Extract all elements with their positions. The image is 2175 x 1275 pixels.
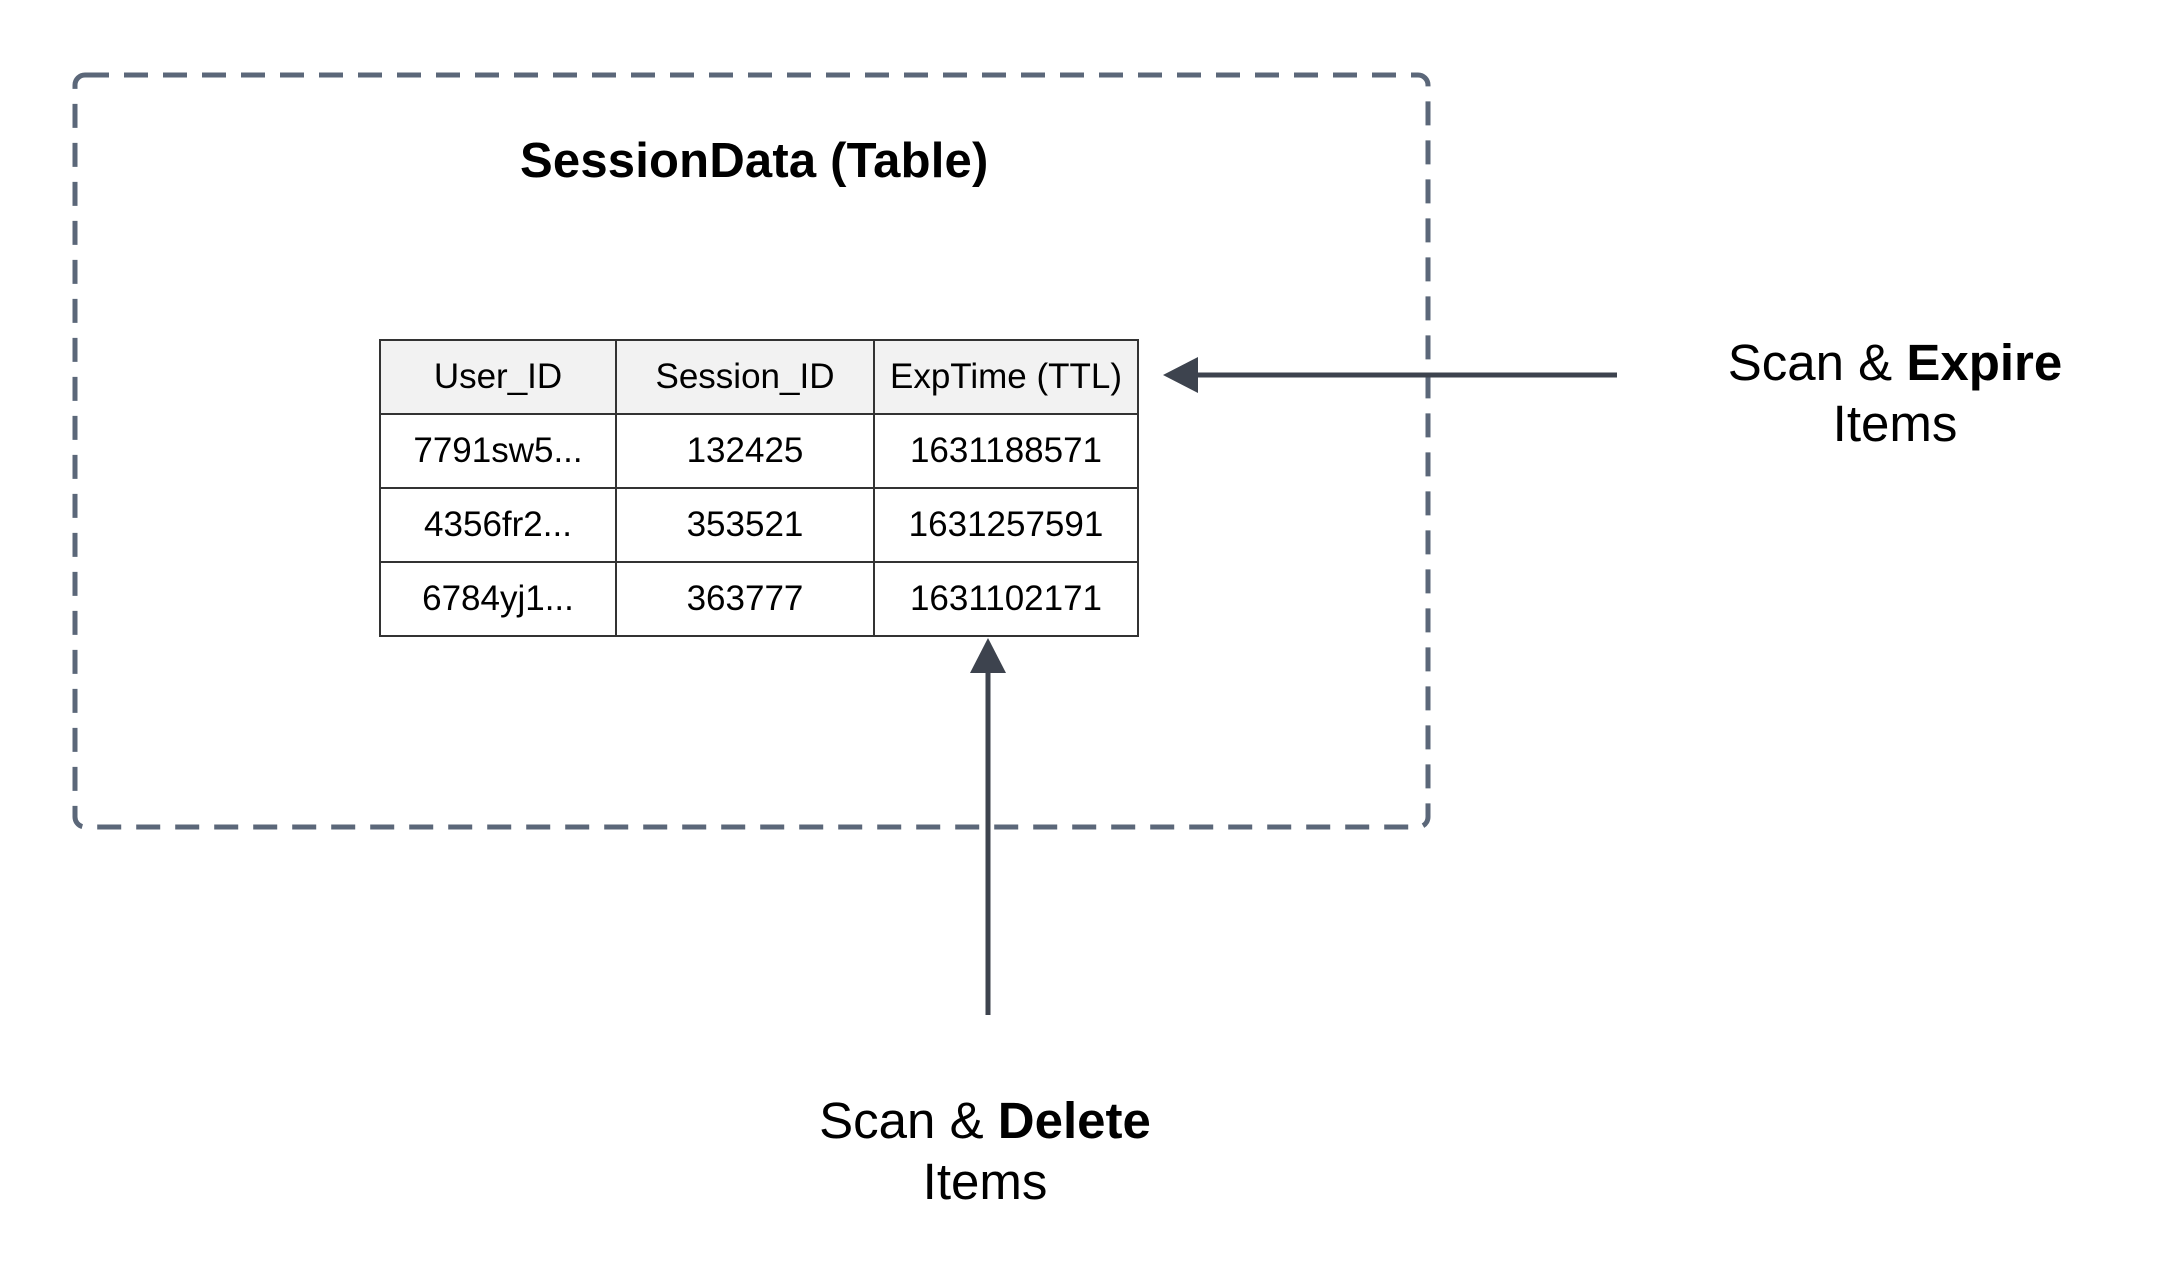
- cell-exp-time: 1631257591: [873, 487, 1139, 563]
- scan-delete-line2: Items: [922, 1153, 1048, 1210]
- delete-arrow: [970, 638, 1006, 1015]
- cell-exp-time: 1631102171: [873, 561, 1139, 637]
- cell-session-id: 353521: [615, 487, 875, 563]
- scan-delete-caption: Scan & Delete Items: [785, 1090, 1185, 1212]
- scan-delete-prefix: Scan &: [819, 1092, 998, 1149]
- scan-expire-caption: Scan & Expire Items: [1695, 332, 2095, 454]
- session-data-table: User_ID Session_ID ExpTime (TTL) 7791sw5…: [379, 339, 1139, 637]
- table-title: SessionData (Table): [520, 134, 989, 188]
- column-header-exp-time: ExpTime (TTL): [873, 339, 1139, 415]
- table-row: 6784yj1... 363777 1631102171: [379, 561, 1139, 637]
- scan-expire-emphasis: Expire: [1906, 334, 2063, 391]
- delete-arrow-head: [970, 638, 1006, 673]
- table-container-boundary: [72, 72, 1431, 830]
- expire-arrow-head: [1163, 357, 1198, 393]
- cell-exp-time: 1631188571: [873, 413, 1139, 489]
- cell-user-id: 4356fr2...: [379, 487, 617, 563]
- scan-expire-prefix: Scan &: [1727, 334, 1907, 391]
- column-header-session-id: Session_ID: [615, 339, 875, 415]
- cell-user-id: 6784yj1...: [379, 561, 617, 637]
- table-row: 7791sw5... 132425 1631188571: [379, 413, 1139, 489]
- table-row: 4356fr2... 353521 1631257591: [379, 487, 1139, 563]
- cell-user-id: 7791sw5...: [379, 413, 617, 489]
- cell-session-id: 132425: [615, 413, 875, 489]
- scan-expire-line2: Items: [1832, 395, 1958, 452]
- scan-delete-line1: Scan & Delete: [785, 1090, 1185, 1151]
- cell-session-id: 363777: [615, 561, 875, 637]
- expire-arrow: [1163, 357, 1617, 393]
- scan-expire-line1: Scan & Expire: [1695, 332, 2095, 393]
- table-header-row: User_ID Session_ID ExpTime (TTL): [379, 339, 1139, 415]
- scan-delete-emphasis: Delete: [997, 1092, 1151, 1149]
- column-header-user-id: User_ID: [379, 339, 617, 415]
